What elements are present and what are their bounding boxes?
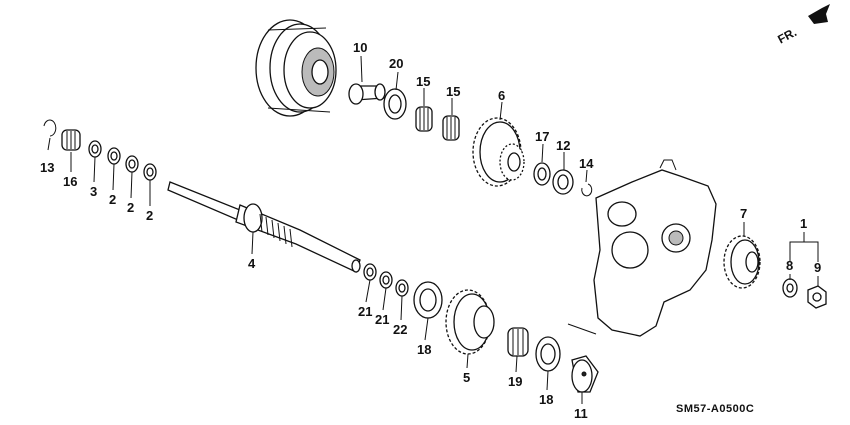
callout-7: 7	[740, 206, 747, 221]
part-14-snap-ring	[581, 183, 593, 197]
part-6-gear	[472, 117, 525, 187]
callout-14: 14	[579, 156, 594, 171]
callout-19: 19	[508, 374, 522, 389]
leader-lines	[47, 55, 819, 404]
part-13-snap-ring	[43, 119, 57, 137]
part-15-bearing-a	[415, 106, 433, 132]
callout-20: 20	[389, 56, 403, 71]
callout-10: 10	[353, 40, 367, 55]
part-11-cap	[571, 355, 599, 393]
diagram-code: SM57-A0500C	[676, 403, 754, 415]
callout-15-a: 15	[416, 74, 430, 89]
callout-5: 5	[463, 370, 470, 385]
callout-13: 13	[40, 160, 54, 175]
part-9-nut	[807, 285, 827, 309]
clutch-drum	[255, 19, 337, 117]
front-direction-label: FR.	[775, 25, 799, 46]
callout-1: 1	[800, 216, 807, 231]
callout-15-b: 15	[446, 84, 460, 99]
part-22-washer	[395, 279, 409, 297]
callout-8: 8	[786, 258, 793, 273]
callout-21-a: 21	[358, 304, 372, 319]
callout-12: 12	[556, 138, 570, 153]
part-21-washer-b	[379, 271, 393, 289]
part-4-mainshaft	[167, 181, 361, 273]
part-17-washer	[533, 162, 551, 186]
callout-18-a: 18	[417, 342, 431, 357]
part-15-bearing-b	[442, 115, 460, 141]
callout-22: 22	[393, 322, 407, 337]
part-19-bearing	[507, 327, 529, 357]
part-10-collar	[348, 83, 386, 105]
part-16-bearing	[61, 129, 81, 151]
part-3-washer	[88, 140, 102, 158]
part-7-gear	[723, 235, 761, 289]
part-2-shim-a	[107, 147, 121, 165]
part-20-washer	[383, 88, 407, 120]
callout-4: 4	[248, 256, 256, 271]
callout-2-a: 2	[109, 192, 116, 207]
part-21-washer-a	[363, 263, 377, 281]
callout-2-c: 2	[146, 208, 153, 223]
callout-18-b: 18	[539, 392, 553, 407]
transmission-case	[567, 159, 717, 337]
part-12-bearing	[552, 169, 574, 195]
part-2-shim-c	[143, 163, 157, 181]
part-18-thrust-washer-b	[535, 336, 561, 372]
callout-17: 17	[535, 129, 549, 144]
callout-2-b: 2	[127, 200, 134, 215]
front-direction-arrow: FR.	[775, 4, 830, 47]
part-18-thrust-washer-a	[413, 281, 443, 319]
part-2-shim-b	[125, 155, 139, 173]
callout-6: 6	[498, 88, 505, 103]
callout-3: 3	[90, 184, 97, 199]
callout-16: 16	[63, 174, 77, 189]
part-8-washer	[782, 278, 798, 298]
part-5-gear	[445, 289, 495, 355]
callout-11: 11	[574, 406, 588, 421]
callout-9: 9	[814, 260, 821, 275]
callout-21-b: 21	[375, 312, 389, 327]
